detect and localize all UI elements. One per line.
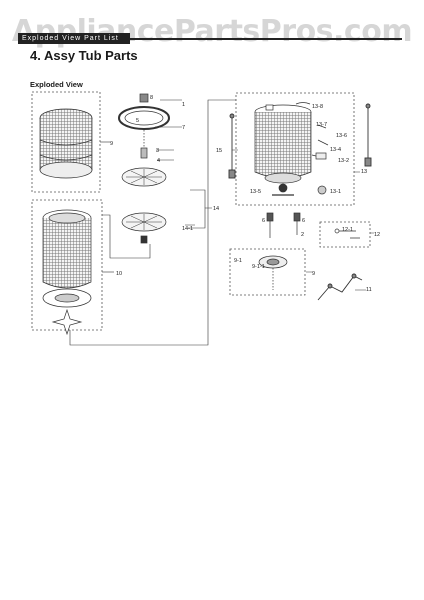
callout-14: 14: [213, 206, 219, 212]
part-10-basket: [42, 209, 92, 336]
callout-13-8: 13-8: [312, 104, 323, 110]
callout-5: 5: [136, 118, 139, 124]
callout-6: 6: [302, 218, 305, 224]
callout-1: 1: [182, 102, 185, 108]
header-bar: Exploded View Part List: [18, 33, 130, 44]
callout-7: 7: [182, 125, 185, 131]
callout-12: 12: [374, 232, 380, 238]
callout-12-1: 12-1: [342, 227, 353, 233]
callout-11: 11: [366, 287, 372, 293]
header-label: Exploded View Part List: [22, 35, 119, 42]
callout-13-7: 13-7: [316, 122, 327, 128]
part-9-thumbnail: [39, 108, 93, 179]
callout-13-2: 13-2: [338, 158, 349, 164]
callout-6-left: 6: [262, 218, 265, 224]
box-part-12: [319, 221, 371, 248]
center-parts: [118, 93, 170, 244]
callout-9-1: 9-1: [234, 258, 242, 264]
leader-parts: [155, 99, 195, 226]
box-part-13: [235, 92, 355, 206]
callout-13-5: 13-5: [250, 189, 261, 195]
callout-9-sub: 9: [312, 271, 315, 277]
callout-4: 4: [157, 158, 160, 164]
connector-14b: [188, 207, 212, 229]
callout-13-1: 13-1: [330, 189, 341, 195]
callout-2: 2: [301, 232, 304, 238]
callout-14-1: 14-1: [182, 226, 193, 232]
connector-tub: [102, 214, 151, 259]
callout-9-1-1: 9-1-1: [252, 264, 265, 270]
callout-3: 3: [156, 148, 159, 154]
header-rule: [130, 38, 402, 40]
callout-9: 9: [110, 141, 113, 147]
callout-13-6: 13-6: [336, 133, 347, 139]
part-13-tub: [254, 102, 329, 196]
hardware-parts: [258, 212, 360, 290]
callout-8: 8: [150, 95, 153, 101]
callout-13-4: 13-4: [330, 147, 341, 153]
section-title: 4. Assy Tub Parts: [30, 48, 138, 63]
callout-labels: 9 10 1 8 5 7 3 4 14 14-1 15 13-8 13-7 13…: [110, 95, 380, 293]
callout-13: 13: [361, 169, 367, 175]
callout-15: 15: [216, 148, 222, 154]
suspension-rods: [228, 103, 372, 301]
exploded-view-subtitle: Exploded View: [30, 80, 83, 89]
connector-14a: [190, 189, 206, 208]
leader-right: [232, 149, 374, 291]
box-part-9-sub: [229, 248, 306, 296]
callout-10: 10: [116, 271, 122, 277]
connector-bottom: [69, 99, 236, 346]
